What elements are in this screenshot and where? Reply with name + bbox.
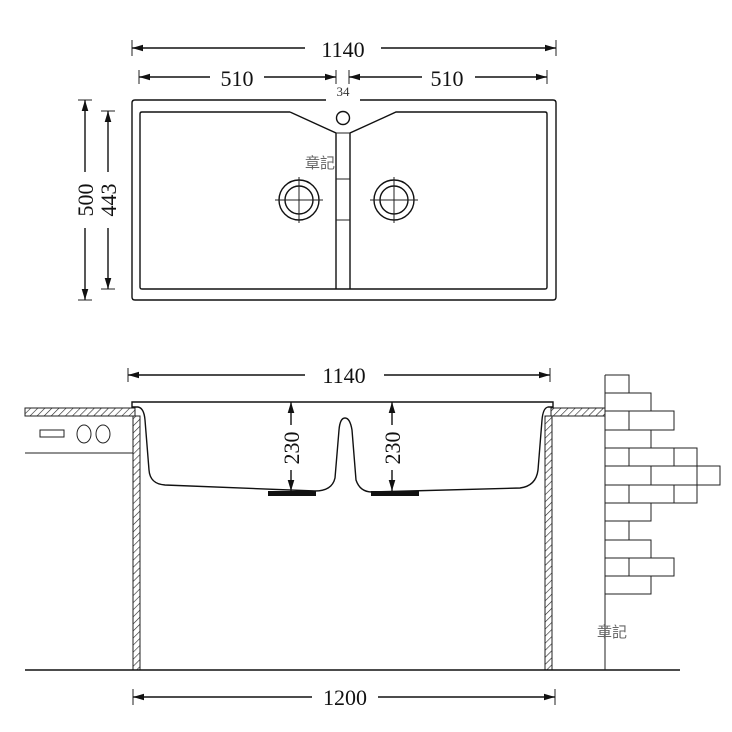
- left-drain: [268, 491, 316, 496]
- right-drain: [371, 491, 419, 496]
- countertop-left: [24, 407, 136, 417]
- sink-section-profile: [131, 401, 554, 493]
- dim-label: 230: [380, 432, 405, 465]
- dim-left-bowl-depth: 230: [279, 402, 304, 491]
- dim-label: 510: [221, 66, 254, 91]
- dim-label: 1200: [323, 685, 367, 710]
- right-drain-icon: [370, 177, 418, 223]
- dim-right-bowl-width: 510: [348, 66, 548, 91]
- watermark: 章記: [597, 623, 627, 641]
- dim-cabinet-width: 1200: [132, 685, 556, 710]
- dim-left-bowl-width: 510: [138, 66, 337, 91]
- dim-overall-depth: 500: [73, 99, 98, 301]
- sink-outer-rim: [131, 99, 557, 301]
- dim-bowl-depth: 443: [96, 110, 121, 290]
- dim-label: 1140: [321, 37, 364, 62]
- appliance-panel: [25, 424, 133, 454]
- dim-label: 1140: [322, 363, 365, 388]
- dim-label: 443: [96, 184, 121, 217]
- cabinet-wall-right: [544, 415, 553, 671]
- countertop-right: [550, 407, 606, 417]
- dim-label: 510: [431, 66, 464, 91]
- dim-divider-width: 34: [337, 84, 351, 99]
- dim-label: 500: [73, 184, 98, 217]
- dim-overall-width: 1140: [131, 37, 557, 62]
- cabinet-wall-left: [132, 415, 141, 671]
- brick-wall: [604, 374, 721, 670]
- side-view: 1140 230 230: [24, 363, 721, 710]
- top-view: 1140 510 510 34 500 443: [73, 37, 557, 301]
- tap-hole: [335, 110, 351, 126]
- watermark: 章記: [305, 154, 335, 172]
- dim-right-bowl-depth: 230: [380, 402, 405, 491]
- left-drain-icon: [275, 177, 323, 223]
- dim-sink-width: 1140: [127, 363, 551, 388]
- sink-inner-outline: [139, 111, 548, 290]
- dim-label: 230: [279, 432, 304, 465]
